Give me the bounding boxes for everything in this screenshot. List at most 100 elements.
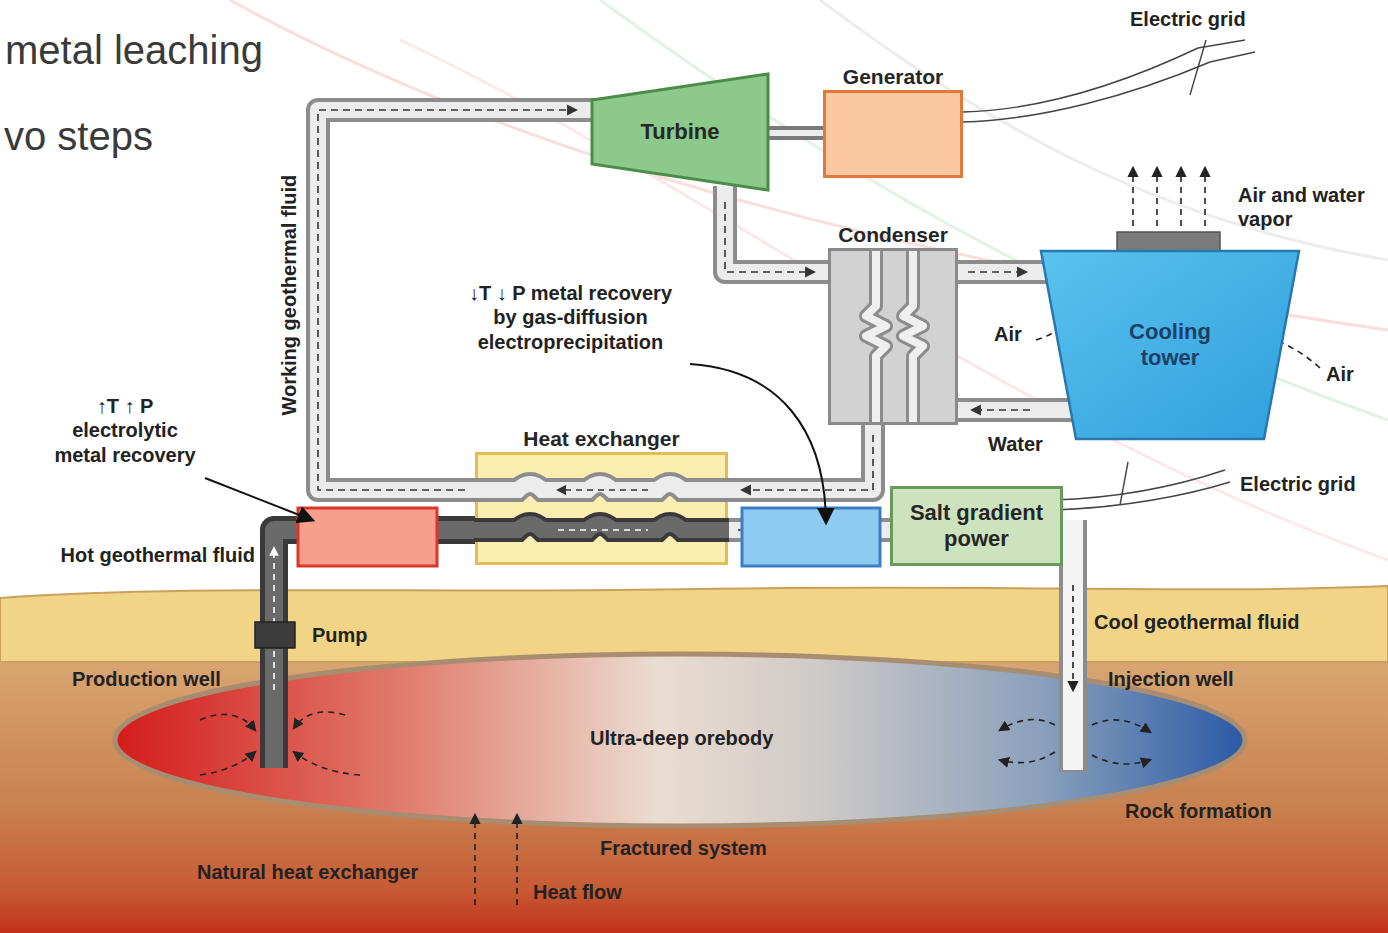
drive-shaft bbox=[764, 133, 829, 134]
drawing-part bbox=[1092, 720, 1150, 732]
drawing-part bbox=[1180, 168, 1182, 226]
drawing-part bbox=[903, 251, 923, 422]
text-label: Heat flow bbox=[533, 880, 622, 904]
node-heading: Heat exchanger bbox=[523, 426, 679, 451]
drawing-part bbox=[963, 62, 1210, 122]
drawing-part bbox=[725, 186, 834, 272]
text-label: Hot geothermal fluid bbox=[60, 543, 255, 567]
drawing-part bbox=[903, 251, 923, 422]
node-body: Turbine bbox=[590, 72, 770, 192]
text-label: Air bbox=[1326, 362, 1354, 386]
drawing-part bbox=[722, 419, 873, 490]
drawing-part bbox=[952, 264, 1046, 280]
flow-arrow bbox=[968, 271, 1026, 273]
drawing-part bbox=[764, 130, 829, 136]
flow-arrow bbox=[742, 435, 873, 490]
drawing-part bbox=[1053, 482, 1230, 510]
drawing-part bbox=[1204, 168, 1206, 226]
exchanger-pipes bbox=[478, 455, 725, 562]
drawing-part bbox=[1072, 585, 1074, 690]
drawing-part bbox=[474, 815, 476, 905]
text-label: Ultra-deep orebody bbox=[590, 726, 773, 750]
node-label: Turbine bbox=[640, 119, 719, 145]
text-label: Water bbox=[988, 432, 1043, 456]
text-label: Electric grid bbox=[1130, 7, 1246, 31]
drawing-part bbox=[725, 186, 834, 272]
drawing-part bbox=[1000, 720, 1055, 730]
node-label: Cooling tower bbox=[1108, 319, 1233, 372]
drawing-part bbox=[1210, 52, 1255, 62]
electrolytic-unit bbox=[298, 508, 437, 566]
node-heading: Condenser bbox=[838, 222, 948, 247]
drawing-part bbox=[474, 524, 729, 530]
node-heading: Generator bbox=[843, 64, 943, 89]
drawing-part bbox=[1120, 462, 1128, 505]
drawing-part bbox=[952, 398, 1074, 422]
drawing-part bbox=[1063, 520, 1083, 770]
drawing-part bbox=[592, 74, 768, 190]
electroprecipitation-unit bbox=[742, 508, 880, 566]
condenser-coils bbox=[831, 251, 955, 422]
drawing-part bbox=[1156, 168, 1158, 226]
turbine: Turbine bbox=[590, 72, 770, 192]
text-label: metal leaching bbox=[5, 26, 263, 75]
condenser-box: Condenser bbox=[828, 248, 958, 425]
drawing-part bbox=[952, 402, 1074, 418]
text-label: Air and water vapor bbox=[1238, 183, 1378, 232]
drawing-part bbox=[558, 529, 648, 531]
pump-symbol bbox=[255, 622, 295, 648]
drawing-part bbox=[952, 260, 1046, 284]
drawing-part bbox=[294, 712, 345, 728]
leader-line bbox=[205, 478, 312, 520]
text-label: Air bbox=[994, 322, 1022, 346]
pipe-connector bbox=[725, 186, 834, 272]
heat-flow-arrows bbox=[475, 815, 517, 905]
background-arcs bbox=[230, 0, 1388, 560]
drawing-part bbox=[474, 484, 729, 490]
drawing-part bbox=[0, 586, 1388, 662]
node-body: Cooling tower bbox=[1040, 250, 1300, 440]
drawing-part bbox=[0, 650, 1388, 933]
pipe-connector bbox=[952, 410, 1074, 411]
text-label: ↓T ↓ P metal recovery by gas-diffusion e… bbox=[458, 281, 683, 354]
drawing-part bbox=[516, 815, 518, 905]
drawing-part bbox=[1132, 168, 1134, 226]
drawing-part bbox=[558, 489, 648, 491]
injection-well bbox=[1073, 520, 1074, 772]
cooling-tower: Cooling tower bbox=[1040, 250, 1300, 440]
flow-arrow bbox=[972, 409, 1030, 411]
drawing-part bbox=[764, 126, 829, 140]
text-label: Electric grid bbox=[1240, 472, 1356, 496]
drawing-part bbox=[474, 484, 729, 490]
text-label: Pump bbox=[312, 623, 368, 647]
text-label: vo steps bbox=[4, 112, 153, 161]
text-label: Rock formation bbox=[1125, 799, 1272, 823]
drawing-part bbox=[820, 0, 1388, 260]
text-label: Cool geothermal fluid bbox=[1094, 610, 1300, 634]
heat-exchanger: Heat exchanger bbox=[475, 452, 728, 565]
drawing-part bbox=[294, 752, 360, 775]
drawing-part bbox=[474, 524, 729, 530]
text-label: Natural heat exchanger bbox=[197, 860, 418, 884]
drawing-part bbox=[200, 752, 255, 775]
flow-arrow bbox=[725, 202, 814, 272]
drawing-part bbox=[1092, 755, 1150, 764]
text-label: ↑T ↑ P electrolytic metal recovery bbox=[50, 394, 200, 467]
generator-box: Generator bbox=[823, 90, 963, 178]
fracture-flow bbox=[200, 712, 1150, 775]
pipe-connector bbox=[722, 419, 873, 490]
drawing-part bbox=[1041, 251, 1299, 439]
drawing-part bbox=[273, 548, 275, 690]
drawing-part bbox=[1000, 752, 1055, 763]
drawing-part bbox=[866, 251, 886, 422]
pipe-connector bbox=[952, 272, 1046, 273]
drawing-part bbox=[722, 419, 873, 490]
drawing-part bbox=[200, 714, 255, 730]
node-body: Salt gradient power bbox=[893, 489, 1060, 563]
node-label: Salt gradient power bbox=[893, 500, 1060, 553]
drawing-part bbox=[1190, 40, 1206, 95]
text-label: Fractured system bbox=[600, 836, 767, 860]
text-label: Production well bbox=[72, 667, 221, 691]
